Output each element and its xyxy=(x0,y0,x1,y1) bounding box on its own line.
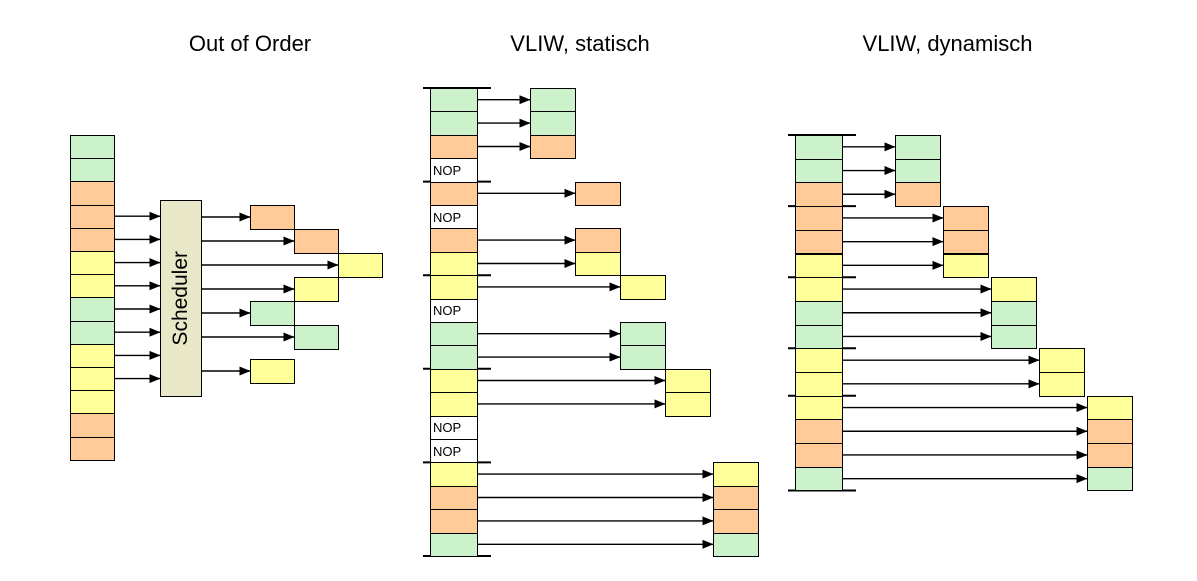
panel-title-out-of-order: Out of Order xyxy=(188,31,312,56)
instruction-cell xyxy=(430,392,478,417)
slot-cell xyxy=(1087,466,1133,492)
instruction-cell xyxy=(70,181,115,206)
instruction-cell xyxy=(795,443,843,468)
slot-cell xyxy=(620,275,666,300)
instruction-cell xyxy=(70,413,115,438)
instruction-cell xyxy=(430,368,478,394)
slot-cell xyxy=(1087,395,1133,421)
slot-cell xyxy=(895,182,941,208)
slot-cell xyxy=(895,158,941,184)
slot-cell xyxy=(991,324,1037,350)
slot-cell xyxy=(530,111,576,136)
instruction-cell xyxy=(70,135,115,160)
scheduler-box: Scheduler xyxy=(160,200,202,397)
scheduler-label: Scheduler xyxy=(169,251,192,346)
scheduled-cell xyxy=(294,229,339,254)
panel-title-vliw-static: VLIW, statisch xyxy=(510,31,650,56)
slot-cell xyxy=(665,392,711,417)
instruction-cell xyxy=(430,532,478,557)
slot-cell xyxy=(713,532,759,557)
slot-cell xyxy=(1039,348,1085,373)
instruction-cell xyxy=(70,297,115,322)
nop-cell: NOP xyxy=(430,298,478,323)
panel-title-vliw-dynamic: VLIW, dynamisch xyxy=(862,31,1033,56)
slot-cell xyxy=(713,485,759,511)
slot-cell xyxy=(530,134,576,160)
slot-cell xyxy=(713,509,759,534)
instruction-cell xyxy=(795,253,843,279)
instruction-cell xyxy=(430,88,478,113)
slot-cell xyxy=(943,253,989,279)
instruction-cell xyxy=(795,300,843,326)
slot-cell xyxy=(575,251,621,277)
instruction-cell xyxy=(795,419,843,445)
slot-cell xyxy=(943,229,989,255)
slot-cell xyxy=(665,368,711,394)
slot-cell xyxy=(1087,419,1133,445)
slot-cell xyxy=(620,345,666,370)
scheduled-cell xyxy=(294,277,339,302)
nop-cell: NOP xyxy=(430,439,478,464)
slot-cell xyxy=(530,88,576,113)
instruction-cell xyxy=(795,277,843,302)
slot-cell xyxy=(575,181,621,206)
instruction-cell xyxy=(795,135,843,160)
slot-cell xyxy=(943,206,989,231)
instruction-cell xyxy=(430,275,478,300)
nop-cell: NOP xyxy=(430,158,478,183)
instruction-cell xyxy=(70,320,115,345)
instruction-cell xyxy=(70,274,115,299)
slot-cell xyxy=(895,135,941,160)
instruction-cell xyxy=(70,158,115,183)
scheduled-cell xyxy=(250,205,295,230)
instruction-cell xyxy=(70,227,115,252)
instruction-cell xyxy=(70,436,115,461)
scheduled-cell xyxy=(250,301,295,326)
instruction-cell xyxy=(795,158,843,184)
instruction-cell xyxy=(795,348,843,373)
instruction-cell xyxy=(70,343,115,368)
instruction-cell xyxy=(430,462,478,487)
instruction-cell xyxy=(795,372,843,397)
scheduled-cell xyxy=(294,325,339,350)
instruction-cell xyxy=(70,367,115,392)
scheduled-cell xyxy=(250,359,295,384)
instruction-cell xyxy=(430,322,478,347)
instruction-cell xyxy=(70,390,115,415)
slot-cell xyxy=(620,322,666,347)
instruction-cell xyxy=(430,228,478,253)
instruction-cell xyxy=(70,251,115,276)
instruction-cell xyxy=(795,229,843,255)
instruction-cell xyxy=(430,134,478,160)
instruction-cell xyxy=(795,206,843,231)
slot-cell xyxy=(713,462,759,487)
instruction-cell xyxy=(430,111,478,136)
nop-cell: NOP xyxy=(430,205,478,230)
instruction-cell xyxy=(430,251,478,277)
scheduled-cell xyxy=(338,253,383,278)
instruction-cell xyxy=(430,485,478,511)
instruction-cell xyxy=(795,324,843,350)
instruction-cell xyxy=(430,509,478,534)
instruction-cell xyxy=(795,466,843,492)
nop-cell: NOP xyxy=(430,415,478,440)
instruction-cell xyxy=(430,345,478,370)
slot-cell xyxy=(1039,372,1085,397)
slot-cell xyxy=(991,300,1037,326)
slot-cell xyxy=(575,228,621,253)
instruction-cell xyxy=(430,181,478,206)
instruction-cell xyxy=(795,182,843,208)
slot-cell xyxy=(1087,443,1133,468)
instruction-cell xyxy=(795,395,843,421)
instruction-cell xyxy=(70,204,115,229)
slot-cell xyxy=(991,277,1037,302)
